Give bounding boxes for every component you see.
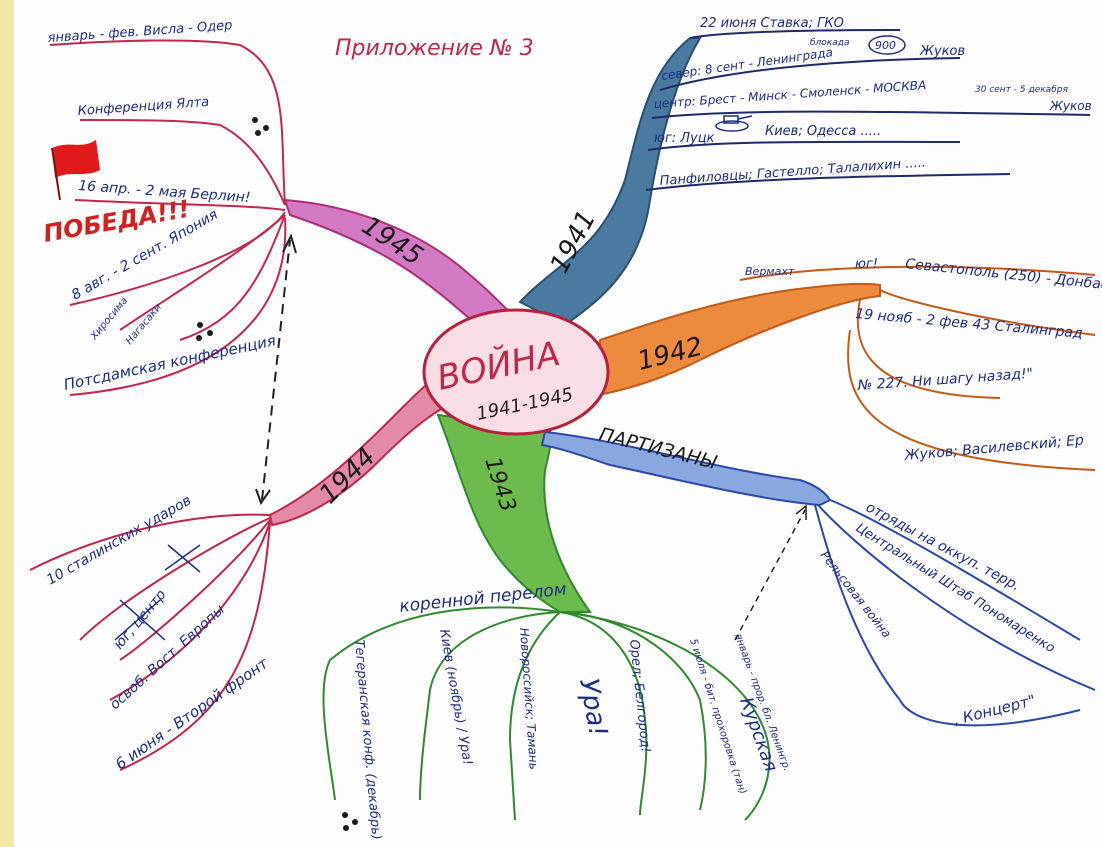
- branch-1942: [596, 265, 1096, 471]
- item-1944-3: 6 июня - Второй фронт: [112, 653, 272, 773]
- item-1942-0: Вермахт: [745, 265, 795, 278]
- central-oval: [422, 308, 610, 436]
- item-1944-1: юг, центр: [111, 587, 170, 653]
- branch-1941: [518, 29, 1091, 327]
- item-1941-3: 900: [875, 39, 896, 52]
- item-1943-4: Орел; Белгород!: [626, 639, 653, 754]
- branch-1943: [322, 413, 771, 821]
- item-1942-2: Севастополь (250) - Донбасс: [905, 256, 1102, 294]
- blockade-days-oval: [868, 35, 906, 55]
- item-1941-7: Жуков: [1049, 99, 1092, 113]
- branch-1944: [29, 360, 472, 771]
- item-1941-8: юг: Луцк: [654, 131, 715, 146]
- label-1945: 1945: [356, 211, 428, 272]
- item-1943-2: Новороссийск; Тамань: [517, 627, 541, 770]
- tank-icon: [715, 115, 753, 132]
- item-1941-5: центр: Брест - Минск - Смоленск - МОСКВА: [653, 78, 926, 111]
- item-1941-4: Жуков: [919, 44, 965, 59]
- item-1945-1: Конференция Ялта: [77, 95, 209, 119]
- item-1943-6: 5 июля - бит. прохоровка (тан): [687, 637, 749, 795]
- appendix-title: Приложение № 3: [335, 36, 534, 61]
- item-1941-9: Киев; Одесса .....: [765, 124, 881, 139]
- item-1943-3: Ура!: [573, 676, 613, 739]
- crossed-out-mark: [114, 544, 201, 641]
- item-1941-0: 22 июня Ставка; ГКО: [700, 16, 844, 31]
- item-1945-5: Хиросима: [88, 295, 130, 342]
- dashed-arrow-1944-1945: [255, 233, 297, 506]
- item-1941-10: Панфиловцы; Гастелло; Талалихин .....: [659, 155, 926, 189]
- item-1941-6: 30 сент - 5 декабря: [975, 85, 1068, 95]
- item-1942-5: Жуков; Василевский; Ер: [903, 432, 1085, 464]
- item-1942-3: 19 нояб - 2 фев 43 Сталинград: [855, 306, 1084, 342]
- item-1943-0: Тегеранская конф. (декабрь): [351, 639, 383, 841]
- branch-partisans: [540, 430, 1096, 727]
- item-1942-1: юг!: [855, 257, 878, 272]
- item-1943-1: Киев (ноябрь) / Ура!: [436, 628, 475, 766]
- red-flag-icon: [51, 140, 100, 201]
- item-partisans-3: , Концерт": [952, 691, 1038, 729]
- dots-icon: [196, 117, 358, 831]
- item-1941-2: блокада: [810, 38, 850, 48]
- item-1943-header: коренной перелом: [398, 580, 567, 617]
- dashed-arrow-partisans: [734, 504, 807, 641]
- item-1944-0: 10 сталинских ударов: [44, 493, 194, 589]
